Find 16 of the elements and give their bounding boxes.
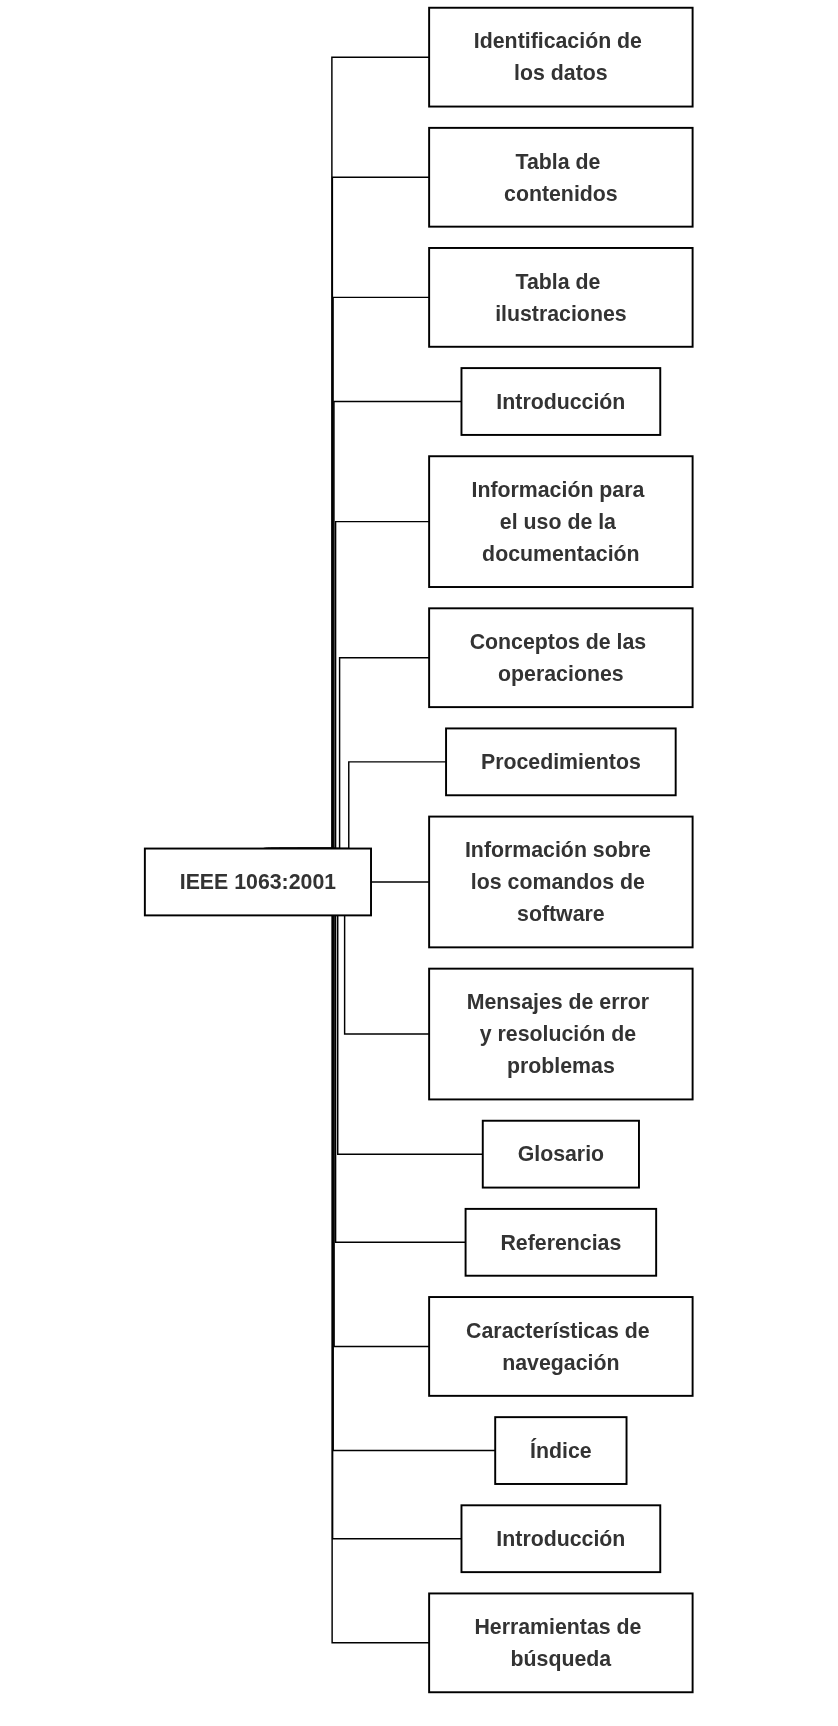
node-box: Índice: [494, 1416, 628, 1485]
node-box: Referencias: [464, 1207, 658, 1277]
node-box: Introducción: [460, 367, 662, 436]
node-box: Tabla de ilustraciones: [428, 247, 694, 348]
node-box: Conceptos de las operaciones: [428, 607, 694, 709]
node-box: Procedimientos: [445, 727, 677, 797]
node-box: Mensajes de error y resolución de problemas: [428, 967, 694, 1101]
node-box: Identificación de los datos: [428, 6, 694, 108]
node-box: Tabla de contenidos: [428, 126, 694, 228]
node-box: Herramientas de búsqueda: [428, 1592, 694, 1694]
node-box: Información sobre los comandos de software: [428, 815, 694, 949]
node-box: Introducción: [460, 1504, 662, 1574]
node-box: Glosario: [482, 1119, 641, 1189]
node-box: IEEE 1063:2001: [144, 847, 373, 917]
node-box: Información para el uso de la documentación: [428, 455, 694, 588]
node-box: Características de navegación: [428, 1296, 694, 1397]
